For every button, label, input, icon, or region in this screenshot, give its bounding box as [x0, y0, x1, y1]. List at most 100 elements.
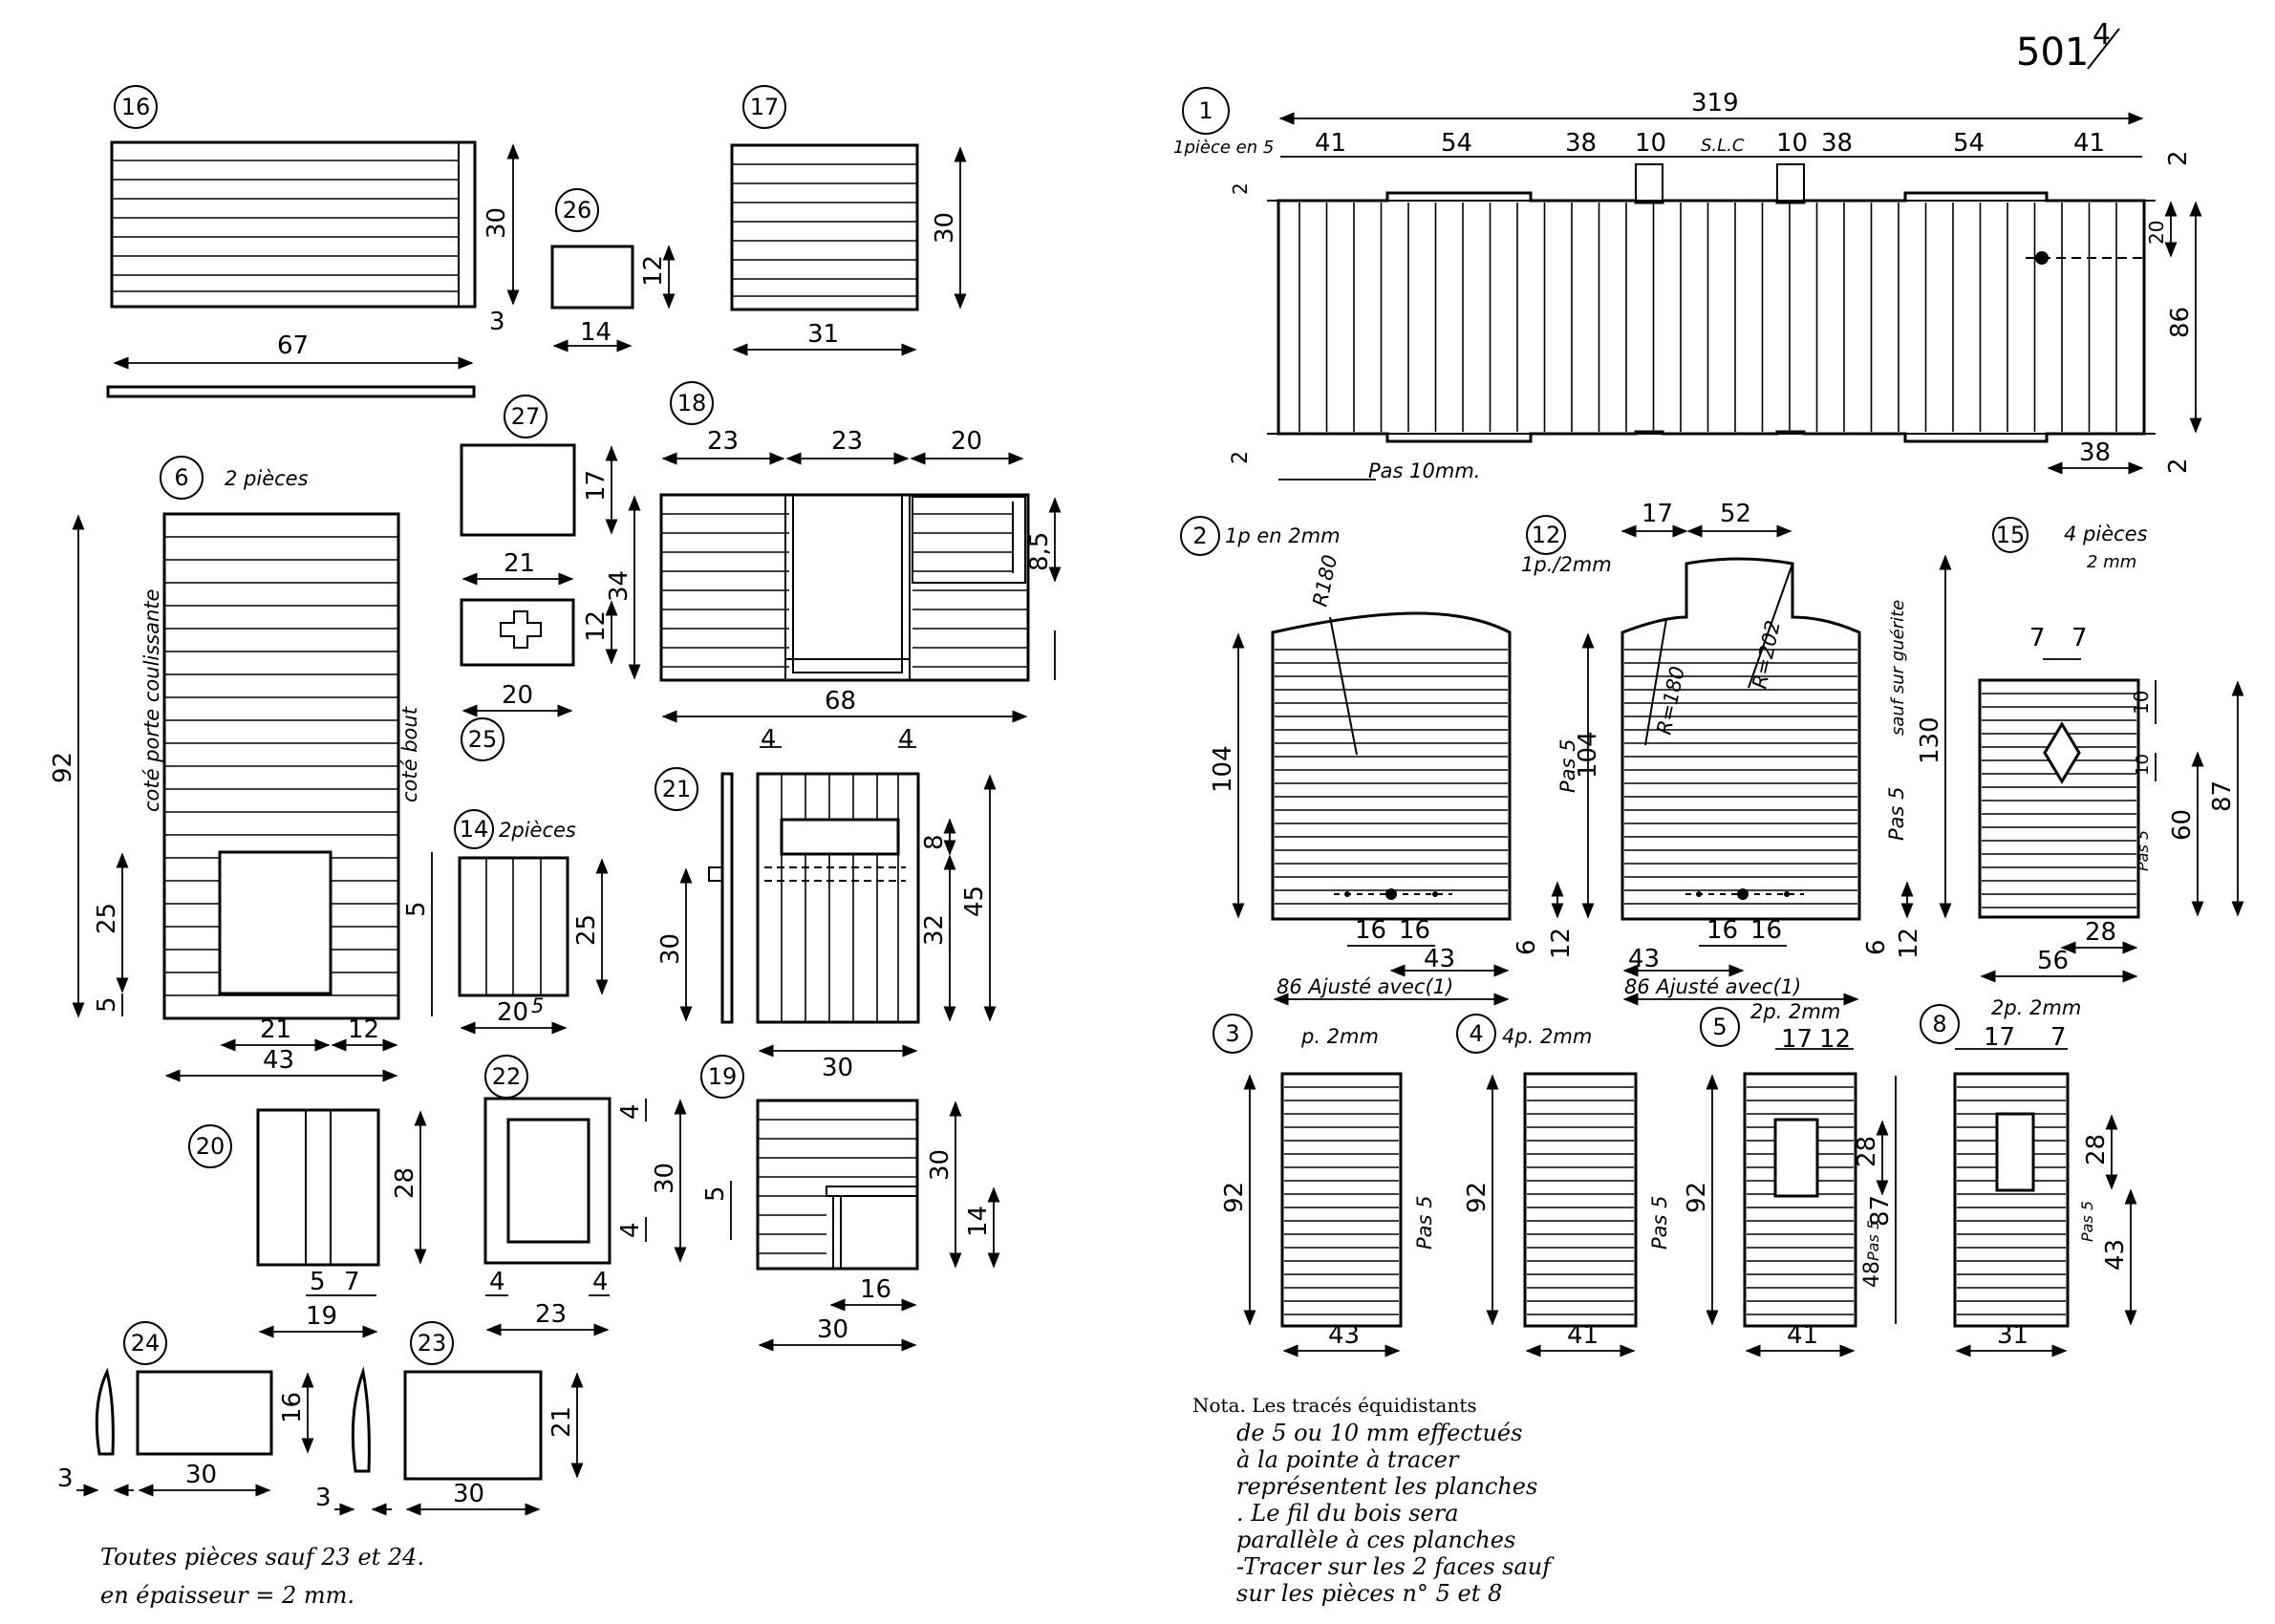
- svg-text:représentent les planches: représentent les planches: [1236, 1473, 1537, 1500]
- radius: R180: [1308, 553, 1341, 609]
- cupola-note: sauf sur guérite: [1888, 600, 1908, 736]
- dim-height: 92: [1683, 1182, 1711, 1213]
- dim-16a: 16: [1706, 916, 1738, 945]
- dim-total: 319: [1691, 89, 1739, 118]
- profile-23: [351, 1366, 371, 1473]
- part-15: 15 4 pièces 2 mm 7 7 10 10 Pas 5 60 87 2…: [1978, 517, 2244, 983]
- pitch-label: Pas 5: [1556, 738, 1579, 793]
- dim-16: 16: [860, 1275, 891, 1304]
- svg-text:sur les pièces n° 5 et 8: sur les pièces n° 5 et 8: [1236, 1580, 1502, 1607]
- dim-17: 17: [1984, 1023, 2015, 1052]
- dim-width: 20: [502, 681, 533, 710]
- plank-lines: [1624, 649, 1857, 905]
- pitch-label: Pas 10mm.: [1368, 459, 1480, 482]
- dim-height: 21: [547, 1406, 576, 1438]
- dim-5: 5: [310, 1268, 326, 1296]
- plank-lines: [1298, 203, 2117, 432]
- quantity: 2pièces: [499, 819, 576, 842]
- dim-height: 87: [2208, 780, 2237, 812]
- svg-text:. Le fil du bois sera: . Le fil du bois sera: [1236, 1500, 1459, 1527]
- part-number: 6: [174, 464, 188, 491]
- pitch-label-2: Pas 5: [1885, 786, 1908, 841]
- dim-16b: 16: [1399, 916, 1430, 945]
- part-16: 16 67 30 3: [106, 85, 520, 398]
- svg-text:de 5 ou 10 mm effectués: de 5 ou 10 mm effectués: [1236, 1420, 1522, 1446]
- part-number: 12: [1532, 522, 1561, 548]
- part-number: 22: [492, 1063, 522, 1090]
- part-12: 12 1p./2mm R=180 R=202 17 52 Pas 5 104 P…: [1521, 500, 1952, 1006]
- dim-10b: 10: [2133, 754, 2153, 776]
- part-number: 20: [196, 1133, 225, 1160]
- part-23: 23 21 30 3: [315, 1321, 584, 1516]
- dim-width: 30: [822, 1054, 853, 1082]
- part-26: 26 14 12: [550, 188, 676, 353]
- dim-height: 92: [49, 752, 77, 783]
- dim-height: 12: [639, 255, 668, 287]
- dim-16a: 16: [1355, 916, 1386, 945]
- dim-17: 17: [1642, 500, 1673, 528]
- part-number: 27: [511, 403, 541, 430]
- dim-4a: 4: [761, 725, 777, 754]
- pitch-label: Pas 5: [1413, 1195, 1436, 1250]
- dim-thickness: 3: [57, 1464, 74, 1493]
- dim-height: 25: [572, 914, 601, 946]
- dim-2: 23: [831, 427, 863, 456]
- dim-4c: 4: [489, 1268, 505, 1296]
- dim-width: 41: [1787, 1321, 1818, 1350]
- dim-28: 28: [2082, 1134, 2111, 1165]
- dim-thickness: 5: [531, 994, 544, 1017]
- pitch-label: Pas 5: [1864, 1220, 1882, 1261]
- dim-2a: 2: [1229, 182, 1252, 195]
- part-number: 24: [131, 1330, 161, 1357]
- part-number: 2: [1192, 523, 1207, 549]
- dim-thickness: 3: [315, 1484, 332, 1512]
- dim-height: 30: [483, 207, 511, 239]
- dim-20: 20: [2145, 221, 2168, 245]
- dim-width: 68: [825, 687, 856, 716]
- segment: 41: [1315, 129, 1346, 158]
- page-slash: [2087, 28, 2120, 70]
- dim-width: 31: [1997, 1321, 2028, 1350]
- svg-text:parallèle à ces planches: parallèle à ces planches: [1236, 1527, 1515, 1553]
- dim-width: 30: [185, 1461, 217, 1489]
- dim-87: 87: [1866, 1195, 1895, 1227]
- segment: 54: [1441, 129, 1472, 158]
- window-cutout: [1995, 1112, 2035, 1192]
- dim-width: 67: [277, 331, 309, 360]
- part-4: 4 4p. 2mm 92 Pas 5 41: [1456, 1014, 1671, 1357]
- quantity: 4 pièces: [2064, 523, 2148, 545]
- dim-width: 19: [306, 1302, 337, 1331]
- part-19: 19 5 30 14 16 30: [700, 1055, 1000, 1352]
- dim-height: 34: [605, 570, 633, 602]
- segment: 38: [1821, 129, 1853, 158]
- dim-height: 16: [278, 1392, 307, 1423]
- part-number: 4: [1469, 1020, 1483, 1047]
- segment: 38: [1565, 129, 1597, 158]
- dim-width: 14: [580, 318, 612, 347]
- quantity: 1p./2mm: [1521, 553, 1612, 576]
- part-number: 26: [563, 197, 592, 224]
- dim-window: 8,5: [1025, 532, 1054, 571]
- dim-1: 23: [707, 427, 739, 456]
- dim-8: 8: [920, 834, 949, 850]
- dim-16b: 16: [1750, 916, 1782, 945]
- dim-width: 43: [263, 1046, 294, 1075]
- part-number: 8: [1932, 1011, 1946, 1037]
- part-number: 15: [1996, 522, 2026, 548]
- quantity: 1p en 2mm: [1225, 524, 1341, 547]
- dim-12: 12: [1895, 928, 1923, 959]
- pitch-label: Pas 5: [2078, 1201, 2096, 1242]
- part-22: 22 4 4 30 4 4 23: [483, 1055, 687, 1336]
- part-14: 14 2pièces 20 5 25: [454, 809, 609, 1035]
- segment: S.L.C: [1701, 136, 1745, 156]
- dim-thickness: 3: [489, 308, 505, 336]
- segment-labels: 41 54 38 10 S.L.C 10 38 54 41: [1315, 129, 2105, 158]
- radius-202: R=202: [1748, 618, 1785, 691]
- dim-2d: 2: [2164, 458, 2193, 474]
- dim-43: 43: [2101, 1239, 2130, 1271]
- dim-38: 38: [2079, 438, 2111, 467]
- page-suffix: 4: [2093, 18, 2111, 52]
- side-label-door: coté porte coulissante: [140, 589, 163, 812]
- dim-7a: 7: [2029, 624, 2046, 652]
